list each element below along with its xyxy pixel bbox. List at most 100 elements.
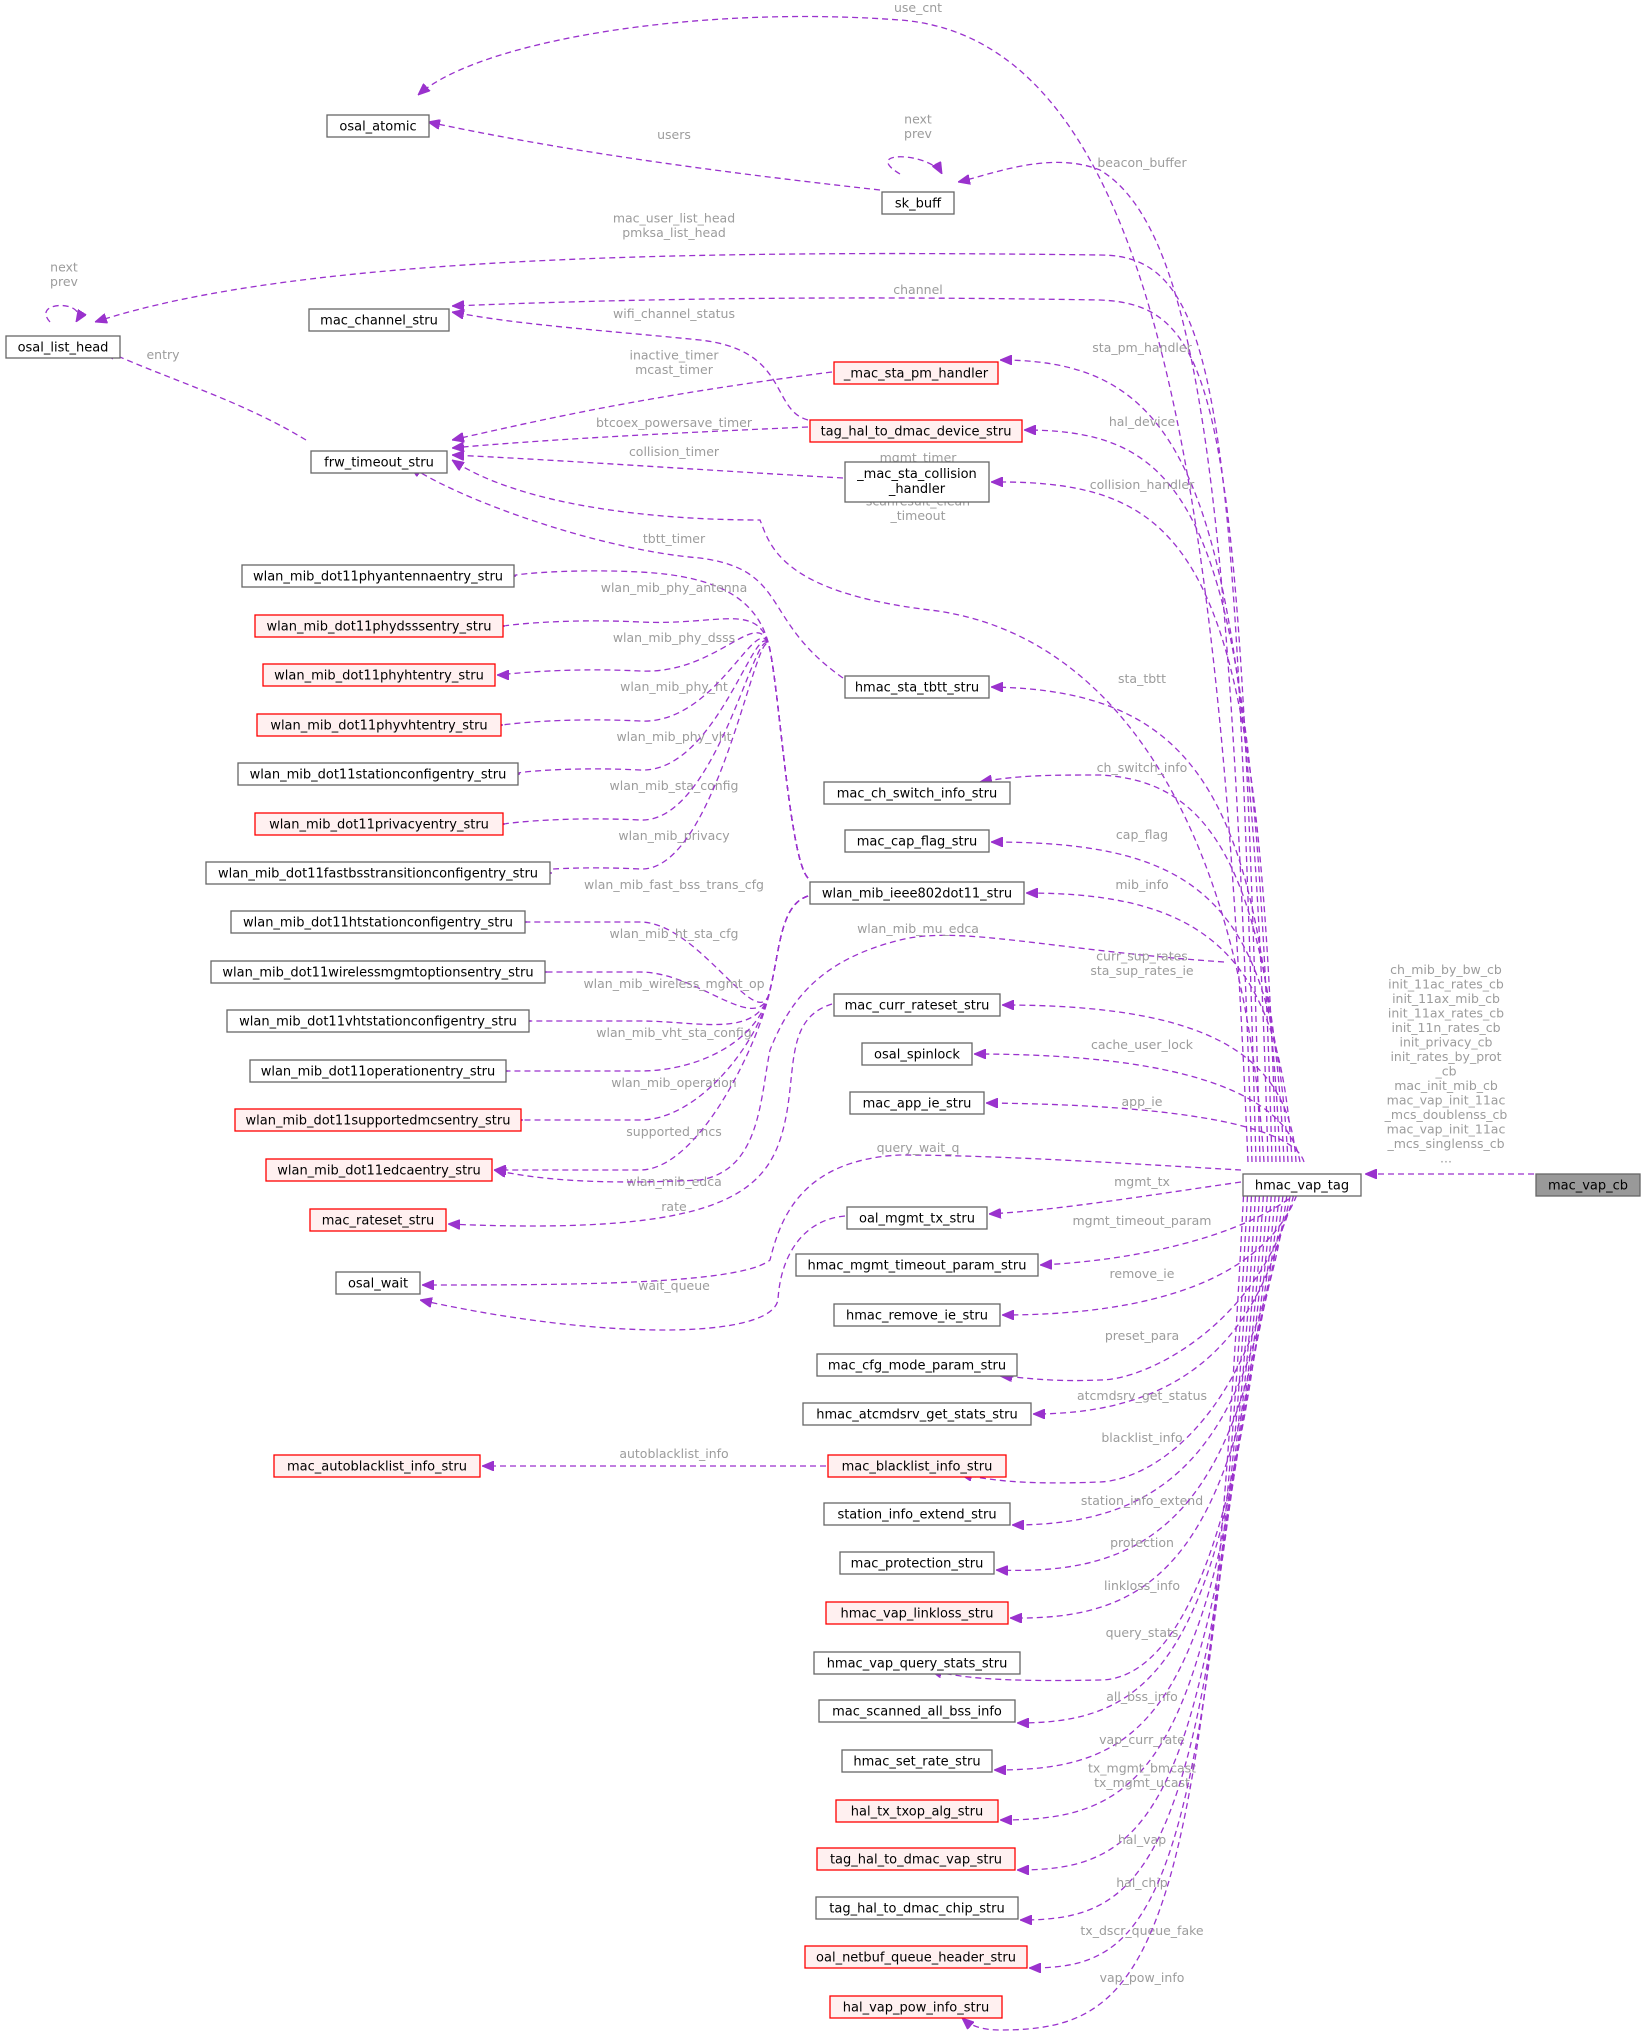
node-wlan_mib_dot11phydsssentry_stru[interactable]: wlan_mib_dot11phydsssentry_stru: [254, 614, 504, 638]
node-label: mac_curr_rateset_stru: [845, 999, 990, 1014]
node-mac_ch_switch_info_stru[interactable]: mac_ch_switch_info_stru: [823, 781, 1011, 805]
node-label: hmac_atcmdsrv_get_stats_stru: [816, 1408, 1017, 1423]
node-mac_cfg_mode_param_stru[interactable]: mac_cfg_mode_param_stru: [816, 1353, 1018, 1377]
node-wlan_mib_dot11stationconfigentry_stru[interactable]: wlan_mib_dot11stationconfigentry_stru: [237, 762, 519, 786]
node-sk_buff[interactable]: sk_buff: [881, 191, 955, 215]
node-label: wlan_mib_dot11wirelessmgmtoptionsentry_s…: [222, 966, 533, 981]
node-hal_vap_pow_info_stru[interactable]: hal_vap_pow_info_stru: [829, 1995, 1003, 2019]
node-box: [804, 1945, 1028, 1969]
edge-mac_ch_switch_info_stru-to-hmac_vap_tag: ch_switch_info: [980, 760, 1285, 1163]
node-mac_scanned_all_bss_info[interactable]: mac_scanned_all_bss_info: [818, 1699, 1016, 1723]
node-mac_autoblacklist_info_stru[interactable]: mac_autoblacklist_info_stru: [273, 1454, 481, 1478]
node-wlan_mib_dot11htstationconfigentry_stru[interactable]: wlan_mib_dot11htstationconfigentry_stru: [230, 910, 526, 934]
edge-label: entry: [146, 347, 180, 362]
edge-line: [494, 895, 809, 1170]
node-hmac_vap_query_stats_stru[interactable]: hmac_vap_query_stats_stru: [813, 1651, 1021, 1675]
node-osal_wait[interactable]: osal_wait: [335, 1271, 421, 1295]
node-hmac_vap_linkloss_stru[interactable]: hmac_vap_linkloss_stru: [825, 1601, 1009, 1625]
node-box: [846, 1206, 988, 1230]
node-box: [815, 1896, 1019, 1920]
node-wlan_mib_dot11phyhtentry_stru[interactable]: wlan_mib_dot11phyhtentry_stru: [262, 663, 496, 687]
edge-line: [448, 1003, 833, 1226]
edge-line: [1000, 1185, 1261, 1820]
node-hmac_remove_ie_stru[interactable]: hmac_remove_ie_stru: [833, 1303, 1001, 1327]
node-wlan_mib_dot11phyantennaentry_stru[interactable]: wlan_mib_dot11phyantennaentry_stru: [241, 564, 515, 588]
edge-mac_channel_stru-to-tag_hal_to_dmac_device_stru: wifi_channel_status: [452, 306, 809, 421]
edge-label: ch_switch_info: [1097, 760, 1188, 775]
node-label: tag_hal_to_dmac_device_stru: [821, 425, 1012, 440]
node-wlan_mib_dot11phyvhtentry_stru[interactable]: wlan_mib_dot11phyvhtentry_stru: [256, 713, 502, 737]
node-tag_hal_to_dmac_vap_stru[interactable]: tag_hal_to_dmac_vap_stru: [816, 1847, 1016, 1871]
node-wlan_mib_dot11wirelessmgmtoptionsentry_stru[interactable]: wlan_mib_dot11wirelessmgmtoptionsentry_s…: [210, 960, 546, 984]
node-wlan_mib_dot11operationentry_stru[interactable]: wlan_mib_dot11operationentry_stru: [249, 1059, 507, 1083]
node-label: mac_scanned_all_bss_info: [832, 1705, 1002, 1720]
node-box: [844, 461, 990, 503]
node-box: [326, 114, 430, 138]
node-mac_rateset_stru[interactable]: mac_rateset_stru: [309, 1208, 447, 1232]
edge-label: pmksa_list_head: [622, 225, 726, 240]
edge-label: sta_sup_rates_ie: [1090, 963, 1194, 978]
edge-hmac_mgmt_timeout_param_stru-to-hmac_vap_tag: mgmt_timeout_param: [1040, 1185, 1305, 1265]
node-_mac_sta_collision_handler[interactable]: _mac_sta_collision_handler: [844, 461, 990, 503]
edge-line: [960, 1185, 1289, 1484]
node-mac_protection_stru[interactable]: mac_protection_stru: [839, 1551, 995, 1575]
node-wlan_mib_dot11supportedmcsentry_stru[interactable]: wlan_mib_dot11supportedmcsentry_stru: [234, 1108, 522, 1132]
node-box: [861, 1042, 973, 1066]
node-hal_tx_txop_alg_stru[interactable]: hal_tx_txop_alg_stru: [835, 1799, 999, 1823]
node-mac_cap_flag_stru[interactable]: mac_cap_flag_stru: [844, 829, 990, 853]
node-label: wlan_mib_dot11vhtstationconfigentry_stru: [239, 1015, 517, 1030]
node-wlan_mib_dot11fastbsstransitionconfigentry_stru[interactable]: wlan_mib_dot11fastbsstransitionconfigent…: [205, 861, 551, 885]
node-frw_timeout_stru[interactable]: frw_timeout_stru: [310, 450, 448, 474]
node-hmac_vap_tag[interactable]: hmac_vap_tag: [1242, 1173, 1362, 1197]
node-label: mac_blacklist_info_stru: [842, 1460, 993, 1475]
node-wlan_mib_dot11edcaentry_stru[interactable]: wlan_mib_dot11edcaentry_stru: [265, 1158, 493, 1182]
edge-label: init_rates_by_prot: [1390, 1049, 1501, 1064]
node-mac_channel_stru[interactable]: mac_channel_stru: [308, 308, 450, 332]
node-wlan_mib_ieee802dot11_stru[interactable]: wlan_mib_ieee802dot11_stru: [809, 881, 1025, 905]
node-hmac_sta_tbtt_stru[interactable]: hmac_sta_tbtt_stru: [844, 675, 990, 699]
node-osal_list_head[interactable]: osal_list_head: [5, 335, 121, 359]
node-mac_curr_rateset_stru[interactable]: mac_curr_rateset_stru: [833, 993, 1001, 1017]
edge-line: [422, 1154, 1242, 1285]
edge-line: [962, 1185, 1245, 2031]
node-mac_app_ie_stru[interactable]: mac_app_ie_stru: [849, 1091, 985, 1115]
node-box: [237, 762, 519, 786]
node-hmac_set_rate_stru[interactable]: hmac_set_rate_stru: [841, 1749, 993, 1773]
edge-label: wlan_mib_phy_ht: [620, 679, 728, 694]
node-_mac_sta_pm_handler[interactable]: _mac_sta_pm_handler: [833, 361, 999, 385]
node-mac_vap_cb[interactable]: mac_vap_cb: [1535, 1173, 1641, 1197]
node-mac_blacklist_info_stru[interactable]: mac_blacklist_info_stru: [827, 1454, 1007, 1478]
edge-label: wlan_mib_operation: [611, 1075, 736, 1090]
edge-label: supported_mcs: [626, 1124, 721, 1139]
edge-label: rate: [661, 1199, 687, 1214]
edge-label: vap_pow_info: [1100, 1970, 1185, 1985]
node-osal_atomic[interactable]: osal_atomic: [326, 114, 430, 138]
node-wlan_mib_dot11privacyentry_stru[interactable]: wlan_mib_dot11privacyentry_stru: [254, 812, 504, 836]
edge-hmac_vap_query_stats_stru-to-hmac_vap_tag: query_stats: [930, 1185, 1273, 1682]
node-oal_netbuf_queue_header_stru[interactable]: oal_netbuf_queue_header_stru: [804, 1945, 1028, 1969]
edge-tag_hal_to_dmac_chip_stru-to-hmac_vap_tag: hal_chip: [1020, 1185, 1253, 1920]
node-hmac_mgmt_timeout_param_stru[interactable]: hmac_mgmt_timeout_param_stru: [795, 1253, 1039, 1277]
edge-line: [986, 1103, 1305, 1163]
node-tag_hal_to_dmac_device_stru[interactable]: tag_hal_to_dmac_device_stru: [809, 419, 1023, 443]
edge-label: station_info_extend: [1081, 1493, 1203, 1508]
node-hmac_atcmdsrv_get_stats_stru[interactable]: hmac_atcmdsrv_get_stats_stru: [802, 1402, 1032, 1426]
edge-label: init_privacy_cb: [1400, 1035, 1493, 1050]
node-oal_mgmt_tx_stru[interactable]: oal_mgmt_tx_stru: [846, 1206, 988, 1230]
node-label: mac_channel_stru: [320, 314, 438, 329]
node-station_info_extend_stru[interactable]: station_info_extend_stru: [823, 1502, 1011, 1526]
edge-line: [887, 156, 942, 174]
node-box: [827, 1454, 1007, 1478]
edge-wlan_mib_dot11privacyentry_stru-to-wlan_mib_ieee802dot11_stru: wlan_mib_privacy: [505, 642, 809, 879]
node-wlan_mib_dot11vhtstationconfigentry_stru[interactable]: wlan_mib_dot11vhtstationconfigentry_stru: [226, 1009, 530, 1033]
edge-mac_cfg_mode_param_stru-to-hmac_vap_tag: preset_para: [1000, 1185, 1297, 1381]
edge-label: remove_ie: [1110, 1266, 1175, 1281]
edge-label: wlan_mib_sta_config: [610, 778, 739, 793]
edge-line: [1026, 893, 1293, 1163]
edge-frw_timeout_stru-to-tag_hal_to_dmac_device_stru: btcoex_powersave_timer: [452, 415, 809, 448]
edge-wlan_mib_dot11edcaentry_stru-to-hmac_vap_tag: wlan_mib_mu_edca: [494, 921, 1225, 1183]
node-tag_hal_to_dmac_chip_stru[interactable]: tag_hal_to_dmac_chip_stru: [815, 1896, 1019, 1920]
node-osal_spinlock[interactable]: osal_spinlock: [861, 1042, 973, 1066]
node-box: [309, 1208, 447, 1232]
